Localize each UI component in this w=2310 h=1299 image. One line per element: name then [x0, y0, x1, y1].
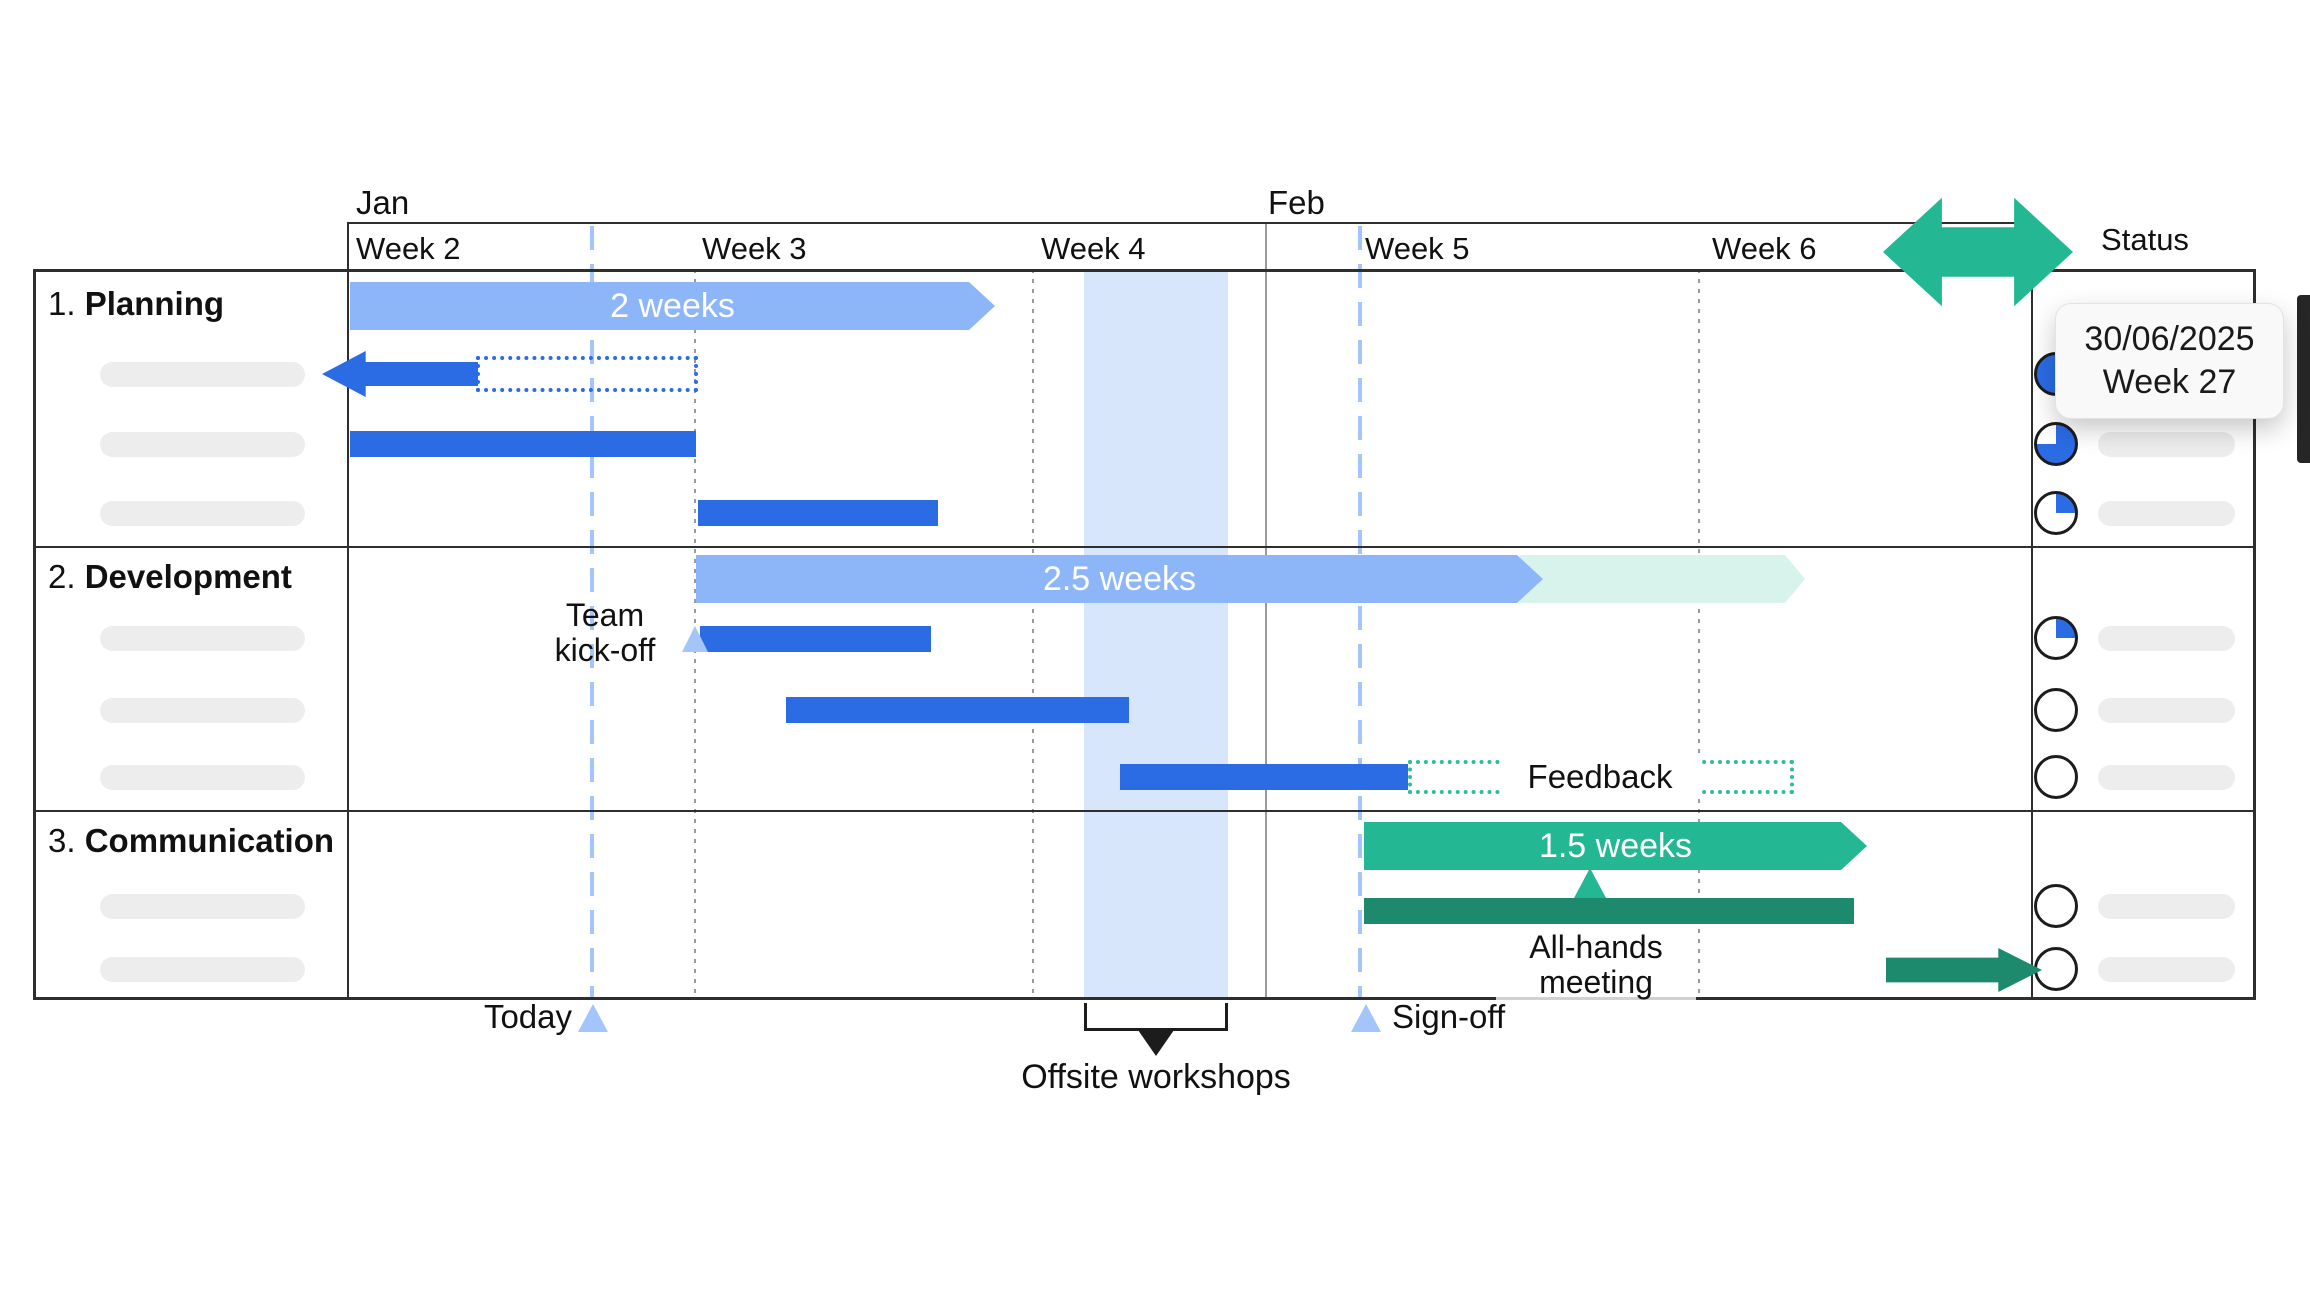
status-placeholder: [2098, 765, 2235, 790]
status-placeholder: [2098, 957, 2235, 982]
status-pie[interactable]: [2034, 755, 2078, 799]
offsite-range-bracket: [1084, 1003, 1228, 1031]
section-number: 1.: [48, 285, 76, 322]
status-placeholder: [2098, 894, 2235, 919]
task-name-placeholder: [100, 765, 305, 790]
development-summary-label: 2.5 weeks: [1042, 559, 1197, 598]
status-placeholder: [2098, 698, 2235, 723]
header-divider: [347, 222, 349, 269]
offsite-label: Offsite workshops: [1021, 1057, 1291, 1096]
feedback-label: Feedback: [1500, 758, 1700, 796]
section-number: 3.: [48, 822, 76, 859]
task-name-placeholder: [100, 894, 305, 919]
planning-task2-bar[interactable]: [350, 431, 696, 457]
communication-summary-label: 1.5 weeks: [1538, 826, 1693, 865]
week-label-2: Week 2: [356, 231, 461, 266]
allhands-label: All-hands meeting: [1496, 930, 1696, 1000]
status-pie[interactable]: [2034, 884, 2078, 928]
today-label: Today: [483, 998, 572, 1035]
section-title-development: 2. Development: [48, 558, 292, 596]
month-header-underline: [348, 222, 2032, 224]
table-outer-border: [33, 269, 2256, 1000]
section-divider-2: [33, 810, 2256, 812]
tooltip-week: Week 27: [2102, 363, 2237, 401]
section-name: Communication: [84, 822, 335, 859]
month-label-jan: Jan: [356, 184, 410, 221]
status-column-title: Status: [2101, 222, 2189, 257]
offsite-marker-icon[interactable]: [1138, 1030, 1174, 1056]
development-summary-slack-bar[interactable]: [1520, 555, 1805, 603]
signoff-marker-icon[interactable]: [1351, 1004, 1381, 1032]
status-pie[interactable]: [2034, 688, 2078, 732]
section-number: 2.: [48, 558, 76, 595]
communication-summary-bar[interactable]: 1.5 weeks: [1364, 822, 1867, 870]
month-label-feb: Feb: [1268, 184, 1325, 221]
task-name-placeholder: [100, 362, 305, 387]
development-task3-bar[interactable]: [1120, 764, 1408, 790]
gridline-week-4: [1032, 269, 1034, 1000]
week-label-5: Week 5: [1365, 231, 1470, 266]
team-kickoff-label-line2: kick-off: [554, 632, 656, 668]
development-summary-bar[interactable]: 2.5 weeks: [696, 555, 1543, 603]
status-pie[interactable]: [2034, 422, 2078, 466]
planning-task3-bar[interactable]: [698, 500, 938, 526]
week-label-4: Week 4: [1041, 231, 1146, 266]
tooltip-date: 30/06/2025: [2084, 320, 2255, 358]
today-marker-icon[interactable]: [578, 1004, 608, 1032]
chart-status-divider: [2031, 269, 2033, 1000]
task-name-placeholder: [100, 626, 305, 651]
planning-summary-label: 2 weeks: [610, 286, 735, 325]
development-task1-bar[interactable]: [700, 626, 931, 652]
month-boundary-line: [1265, 224, 1267, 1000]
status-placeholder: [2098, 626, 2235, 651]
section-name: Planning: [84, 285, 225, 322]
date-tooltip: 30/06/2025 Week 27: [2055, 303, 2284, 419]
section-name: Development: [84, 558, 292, 595]
offsite-highlight-band: [1084, 269, 1228, 1000]
signoff-line: [1358, 226, 1362, 1000]
task-name-placeholder: [100, 432, 305, 457]
section-title-planning: 1. Planning: [48, 285, 224, 323]
allhands-label-line1: All-hands: [1529, 929, 1663, 965]
team-kickoff-label: Team kick-off: [525, 598, 685, 668]
team-kickoff-label-line1: Team: [565, 597, 645, 633]
status-pie[interactable]: [2034, 491, 2078, 535]
status-pie[interactable]: [2034, 616, 2078, 660]
task-name-placeholder: [100, 501, 305, 526]
window-edge-artifact: [2297, 295, 2310, 463]
section-divider-1: [33, 546, 2256, 548]
today-line: [590, 226, 594, 1000]
communication-task1-bar[interactable]: [1364, 898, 1854, 924]
development-task2-bar[interactable]: [786, 697, 1129, 723]
week-label-3: Week 3: [702, 231, 807, 266]
planning-task1-slack-outline[interactable]: [476, 356, 698, 392]
task-name-placeholder: [100, 957, 305, 982]
gridline-week-6: [1698, 269, 1700, 1000]
week-label-6: Week 6: [1712, 231, 1817, 266]
signoff-label: Sign-off: [1392, 998, 1506, 1035]
status-placeholder: [2098, 432, 2235, 457]
status-pie[interactable]: [2034, 947, 2078, 991]
status-placeholder: [2098, 501, 2235, 526]
task-chart-divider: [347, 269, 349, 1000]
planning-summary-bar[interactable]: 2 weeks: [350, 282, 995, 330]
section-title-communication: 3. Communication: [48, 822, 334, 860]
task-name-placeholder: [100, 698, 305, 723]
allhands-label-line2: meeting: [1539, 964, 1653, 1000]
